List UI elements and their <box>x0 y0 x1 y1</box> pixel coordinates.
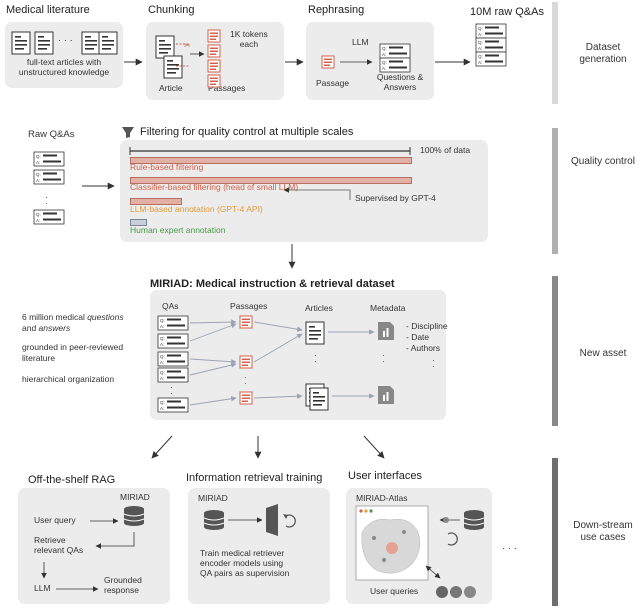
rag-grounded: Grounded response <box>104 575 142 595</box>
svg-text:·: · <box>314 357 317 366</box>
raw-qas-label: Raw Q&As <box>28 129 75 140</box>
rag-panel <box>18 488 170 604</box>
llm-based-label: LLM-based annotation (GPT-4 API) <box>130 204 263 214</box>
articles-header: Articles <box>305 303 333 313</box>
classifier-based-label: Classifier-based filtering (head of smal… <box>130 182 299 192</box>
svg-text:·: · <box>432 356 435 365</box>
filter-title: Filtering for quality control at multipl… <box>140 126 354 138</box>
passages-label: Passages <box>208 83 246 93</box>
qa-label: Questions & Answers <box>376 72 424 92</box>
bar-rule-based <box>130 157 412 164</box>
hundred-percent-label: 100% of data <box>420 145 471 155</box>
rephrasing-title: Rephrasing <box>308 4 365 16</box>
svg-text:·: · <box>432 362 435 371</box>
miriad-title: MIRIAD: Medical instruction & retrieval … <box>150 278 395 290</box>
ir-panel <box>188 488 330 604</box>
ui-title: User interfaces <box>348 470 422 482</box>
svg-text:·: · <box>244 379 247 388</box>
svg-text:·: · <box>170 383 173 392</box>
asset-desc-1-b: questions <box>87 312 124 322</box>
rule-based-label: Rule-based filtering <box>130 162 204 172</box>
metadata-header: Metadata <box>370 303 406 313</box>
sidebar-bar-generation <box>552 2 558 104</box>
downstream-ellipsis: · · · <box>502 543 517 554</box>
medical-literature-title: Medical literature <box>6 4 90 16</box>
rag-title: Off-the-shelf RAG <box>28 474 116 486</box>
rag-user-query: User query <box>34 515 76 525</box>
rag-miriad-label: MIRIAD <box>120 492 150 502</box>
bar-llm-based <box>130 198 182 205</box>
asset-desc-2: grounded in peer-reviewed literature <box>22 342 124 363</box>
svg-text:·: · <box>382 357 385 366</box>
chunking-title: Chunking <box>148 4 195 16</box>
section-label-downstream: Down-stream use cases <box>573 520 633 543</box>
ir-title: Information retrieval training <box>186 472 323 484</box>
qas-header: QAs <box>162 301 179 311</box>
llm-label: LLM <box>352 37 369 47</box>
rag-llm: LLM <box>34 583 51 593</box>
section-label-asset: New asset <box>579 348 627 359</box>
literature-dots: · · · <box>58 35 73 46</box>
article-label: Article <box>159 83 183 93</box>
passage-label: Passage <box>316 78 350 88</box>
meta-discipline: - Discipline <box>406 321 448 331</box>
bar-classifier-based <box>130 177 412 184</box>
sidebar-bar-downstream <box>552 458 558 606</box>
sidebar-bar-asset <box>552 276 558 426</box>
asset-desc-1: 6 million medical questions and answers <box>22 312 124 333</box>
sidebar-bar-quality <box>552 128 558 254</box>
svg-text:·: · <box>170 389 173 398</box>
raw-qas-title: 10M raw Q&As <box>470 6 544 18</box>
meta-date: - Date <box>406 332 430 342</box>
svg-text:·: · <box>314 351 317 360</box>
svg-text:·: · <box>382 351 385 360</box>
svg-text:·: · <box>244 373 247 382</box>
tokens-label: 1K tokens each <box>230 29 268 49</box>
ir-desc: Train medical retriever encoder models u… <box>200 548 290 579</box>
svg-text:·: · <box>45 193 48 202</box>
full-text-caption: full-text articles with unstructured kno… <box>18 57 110 77</box>
rag-retrieve: Retrieve relevant QAs <box>34 535 84 555</box>
asset-desc-3: hierarchical organization <box>22 374 115 384</box>
svg-text:·: · <box>45 199 48 208</box>
meta-authors: - Authors <box>406 343 441 353</box>
ui-queries-label: User queries <box>370 586 419 596</box>
bar-human-expert <box>130 219 147 226</box>
asset-desc-1-c: and <box>22 322 39 333</box>
supervised-label: Supervised by GPT-4 <box>355 193 436 203</box>
section-label-quality: Quality control <box>571 156 635 167</box>
asset-desc-1-a: 6 million medical <box>22 312 88 322</box>
svg-text:✂: ✂ <box>184 41 191 50</box>
human-expert-label: Human expert annotation <box>130 225 226 235</box>
ui-atlas-label: MIRIAD-Atlas <box>356 493 408 503</box>
asset-desc-1-d: answers <box>38 322 71 333</box>
section-label-generation: Dataset generation <box>579 42 627 65</box>
passages-header: Passages <box>230 301 268 311</box>
ir-miriad-label: MIRIAD <box>198 493 228 503</box>
